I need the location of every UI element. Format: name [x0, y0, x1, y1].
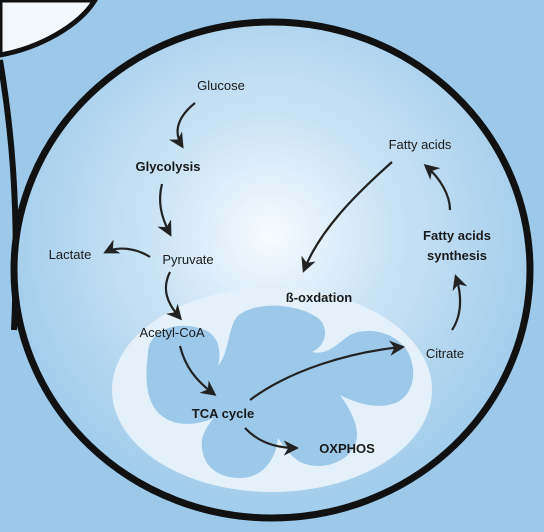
label-glycolysis: Glycolysis — [135, 159, 200, 175]
label-beta-oxidation: ß-oxdation — [286, 290, 352, 306]
label-fatty-acids-synthesis-line1: Fatty acids — [423, 228, 491, 244]
neighbor-cell — [0, 0, 95, 55]
label-glucose: Glucose — [197, 78, 245, 94]
label-tca-cycle: TCA cycle — [192, 406, 254, 422]
label-acetyl-coa: Acetyl-CoA — [139, 325, 204, 341]
label-fatty-acids-synthesis-line2: synthesis — [427, 248, 487, 264]
label-oxphos: OXPHOS — [319, 441, 375, 457]
label-fatty-acids: Fatty acids — [389, 137, 452, 153]
label-lactate: Lactate — [49, 247, 92, 263]
label-citrate: Citrate — [426, 346, 464, 362]
label-pyruvate: Pyruvate — [162, 252, 213, 268]
